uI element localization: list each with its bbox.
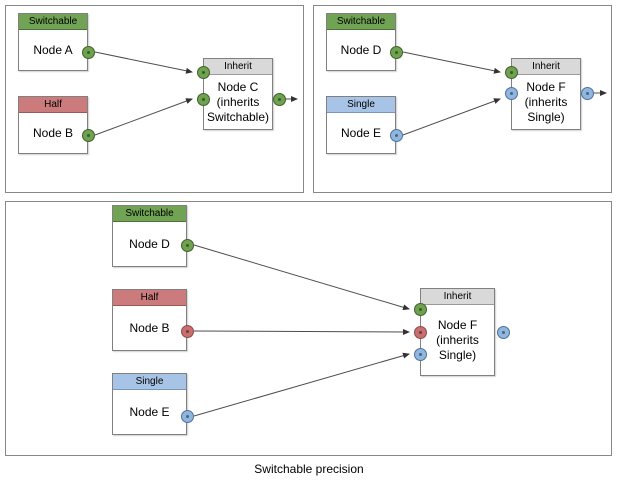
node-header-half: Half [113,290,186,306]
node-box-node-b-combined[interactable]: Half Node B [112,289,187,351]
port-node-f-input-2-combined[interactable] [414,326,427,339]
node-box-node-d-combined[interactable]: Switchable Node D [112,205,187,267]
node-body-node-c: Node C (inherits Switchable) [206,79,270,124]
panel-switchable-precision-combined [5,201,612,456]
port-node-f-input-3-combined[interactable] [414,348,427,361]
node-header-half: Half [19,97,87,113]
node-box-node-d[interactable]: Switchable Node D [326,13,396,71]
port-node-f-input-2[interactable] [505,87,518,100]
node-box-node-e[interactable]: Single Node E [326,96,396,154]
port-node-e-output[interactable] [390,129,403,142]
node-body-node-e-combined: Node E [129,404,170,419]
node-header-switchable: Switchable [327,14,395,30]
port-node-f-output[interactable] [581,87,594,100]
node-header-single: Single [113,374,186,390]
node-header-inherit: Inherit [512,59,580,75]
node-body-node-d: Node D [340,42,382,57]
port-node-f-output-combined[interactable] [497,326,510,339]
node-header-switchable: Switchable [19,14,87,30]
node-header-inherit: Inherit [421,289,494,305]
port-node-b-output-combined[interactable] [181,325,194,338]
node-body-node-d-combined: Node D [129,236,170,251]
port-node-c-input-1[interactable] [197,66,210,79]
diagram-caption: Switchable precision [254,462,364,476]
port-node-d-output[interactable] [390,46,403,59]
port-node-f-input-1-combined[interactable] [414,303,427,316]
node-header-switchable: Switchable [113,206,186,222]
node-header-single: Single [327,97,395,113]
node-box-node-e-combined[interactable]: Single Node E [112,373,187,435]
port-node-c-input-2[interactable] [197,93,210,106]
port-node-b-output[interactable] [82,129,95,142]
node-body-node-e: Node E [340,125,382,140]
node-body-node-f-combined: Node F (inherits Single) [436,317,479,362]
node-box-node-f[interactable]: Inherit Node F (inherits Single) [511,58,581,130]
node-body-node-a: Node A [33,42,73,57]
port-node-a-output[interactable] [82,46,95,59]
node-body-node-b-combined: Node B [129,320,170,335]
port-node-d-output-combined[interactable] [181,239,194,252]
node-body-node-b: Node B [32,125,74,140]
port-node-c-output[interactable] [273,93,286,106]
port-node-f-input-1[interactable] [505,66,518,79]
node-box-node-a[interactable]: Switchable Node A [18,13,88,71]
node-box-node-c[interactable]: Inherit Node C (inherits Switchable) [203,58,273,130]
node-box-node-f-combined[interactable]: Inherit Node F (inherits Single) [420,288,495,376]
node-body-node-f: Node F (inherits Single) [524,79,568,124]
node-box-node-b[interactable]: Half Node B [18,96,88,154]
node-header-inherit: Inherit [204,59,272,75]
port-node-e-output-combined[interactable] [181,410,194,423]
